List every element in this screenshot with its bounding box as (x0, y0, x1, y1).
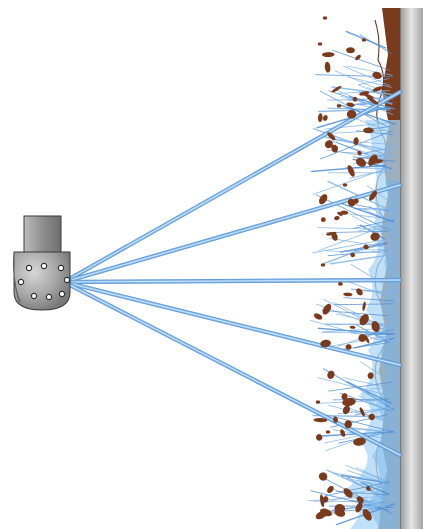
debris-chip (318, 113, 323, 122)
debris-chip (331, 85, 342, 94)
debris-chip (318, 42, 322, 45)
nozzle-outlet (18, 279, 23, 284)
debris-chip (326, 430, 330, 433)
debris-chip (362, 301, 367, 311)
splash-streak (333, 50, 390, 70)
nozzle-outlet (41, 263, 46, 268)
debris-chip (338, 282, 343, 286)
nozzle-outlet (31, 293, 36, 298)
debris-chip (362, 38, 366, 41)
debris-chip (346, 47, 355, 53)
rotary-nozzle-head-icon (14, 216, 70, 310)
debris-chip (317, 471, 328, 482)
debris-chip (321, 263, 325, 266)
jet-core (64, 282, 400, 455)
debris-chip (337, 104, 341, 107)
pipe-wall (400, 8, 423, 529)
debris-chip (355, 287, 364, 297)
debris-chip (339, 429, 346, 438)
debris-chip (322, 114, 329, 121)
debris-chip (322, 52, 334, 57)
nozzle-outlet (64, 277, 69, 282)
debris-chip (346, 164, 356, 178)
nozzle-outlet (59, 291, 64, 296)
debris-chip (334, 215, 340, 220)
debris-chip (363, 127, 374, 133)
water-jet (64, 282, 400, 455)
debris-chip (343, 183, 347, 186)
debris-chip (316, 400, 320, 403)
debris-chip (324, 61, 331, 73)
nozzle-outlet (26, 265, 31, 270)
debris-chip (343, 292, 352, 296)
debris-chip (320, 216, 326, 222)
debris-chip (313, 312, 323, 321)
nozzle-mount (24, 216, 61, 256)
water-jet (64, 280, 400, 282)
nozzle-outlet (46, 294, 51, 299)
debris-chip (349, 325, 355, 329)
debris-chip (316, 434, 323, 441)
debris-chip (323, 16, 327, 19)
nozzle-outlet (58, 265, 63, 270)
